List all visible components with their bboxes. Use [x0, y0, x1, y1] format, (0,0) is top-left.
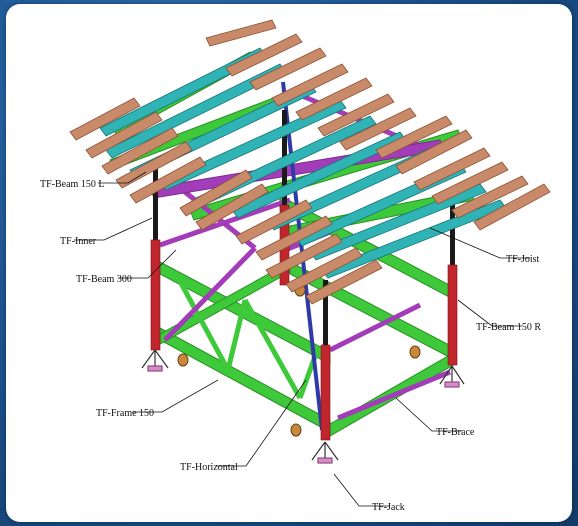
diagram-panel: TF-Beam 150 L TF-Inner TF-Beam 300 TF-Jo…	[6, 4, 572, 522]
joists	[99, 47, 507, 279]
wood-beams	[69, 19, 551, 305]
jack-left	[141, 349, 169, 372]
callout-labels: TF-Beam 150 L TF-Inner TF-Beam 300 TF-Jo…	[40, 179, 541, 513]
leader-lines	[74, 171, 530, 507]
label-frame-150: TF-Frame 150	[96, 408, 154, 419]
label-beam-150-r: TF-Beam 150 R	[476, 322, 541, 333]
frame-150-diagonals	[172, 270, 321, 400]
label-brace: TF-Brace	[436, 427, 475, 438]
jack-right	[439, 365, 465, 388]
label-inner: TF-Inner	[60, 236, 97, 247]
label-beam-150-l: TF-Beam 150 L	[40, 179, 104, 190]
label-joist: TF-Joist	[506, 254, 540, 265]
label-beam-300: TF-Beam 300	[76, 274, 132, 285]
label-jack: TF-Jack	[372, 502, 405, 513]
jacks	[141, 349, 465, 464]
jack-middle	[311, 441, 339, 464]
label-horizontal: TF-Horizontal	[180, 462, 238, 473]
formwork-diagram: TF-Beam 150 L TF-Inner TF-Beam 300 TF-Jo…	[40, 19, 551, 513]
